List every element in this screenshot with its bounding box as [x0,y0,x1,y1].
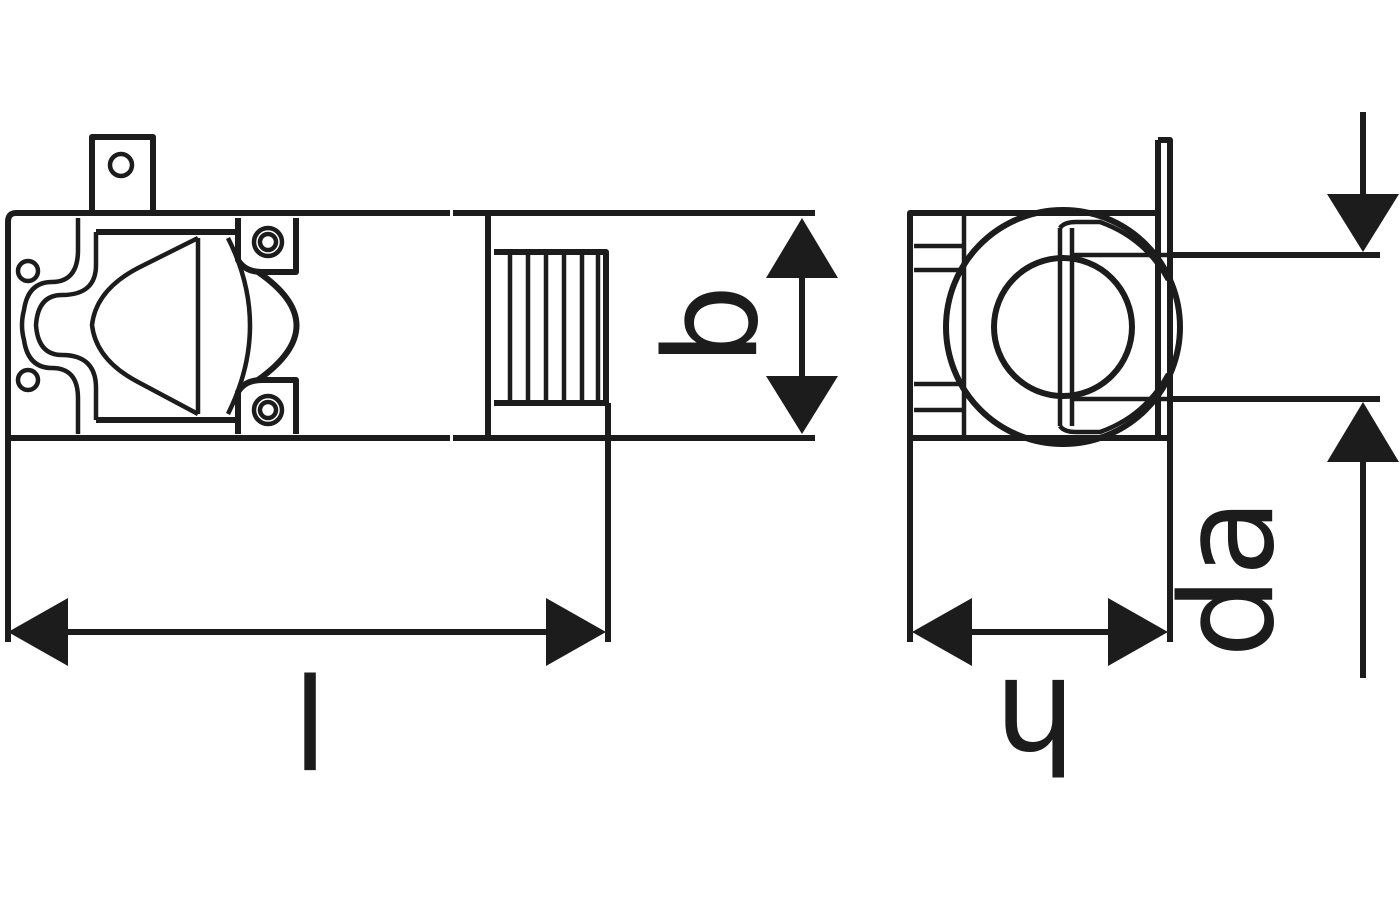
ribbed-section [485,213,609,438]
dimension-label-length: l [292,652,328,801]
front-view: h da [907,112,1399,798]
dimension-label-pipe-diameter: da [1154,498,1303,658]
dimension-height: h [912,598,1168,798]
side-view: l b [5,134,838,801]
dimension-width: b [638,218,838,434]
outer-ring [943,207,1183,447]
dimension-pipe-diameter: da [1154,112,1399,678]
screw-bosses [235,218,300,434]
pipe-clip [15,218,238,434]
dimension-label-height: h [994,649,1075,798]
valve-cone [89,235,253,416]
inner-ring [991,255,1135,399]
dimension-length: l [8,598,606,801]
side-body-outline [5,210,450,441]
dimension-label-width: b [638,284,787,365]
mounting-tab [89,134,156,213]
